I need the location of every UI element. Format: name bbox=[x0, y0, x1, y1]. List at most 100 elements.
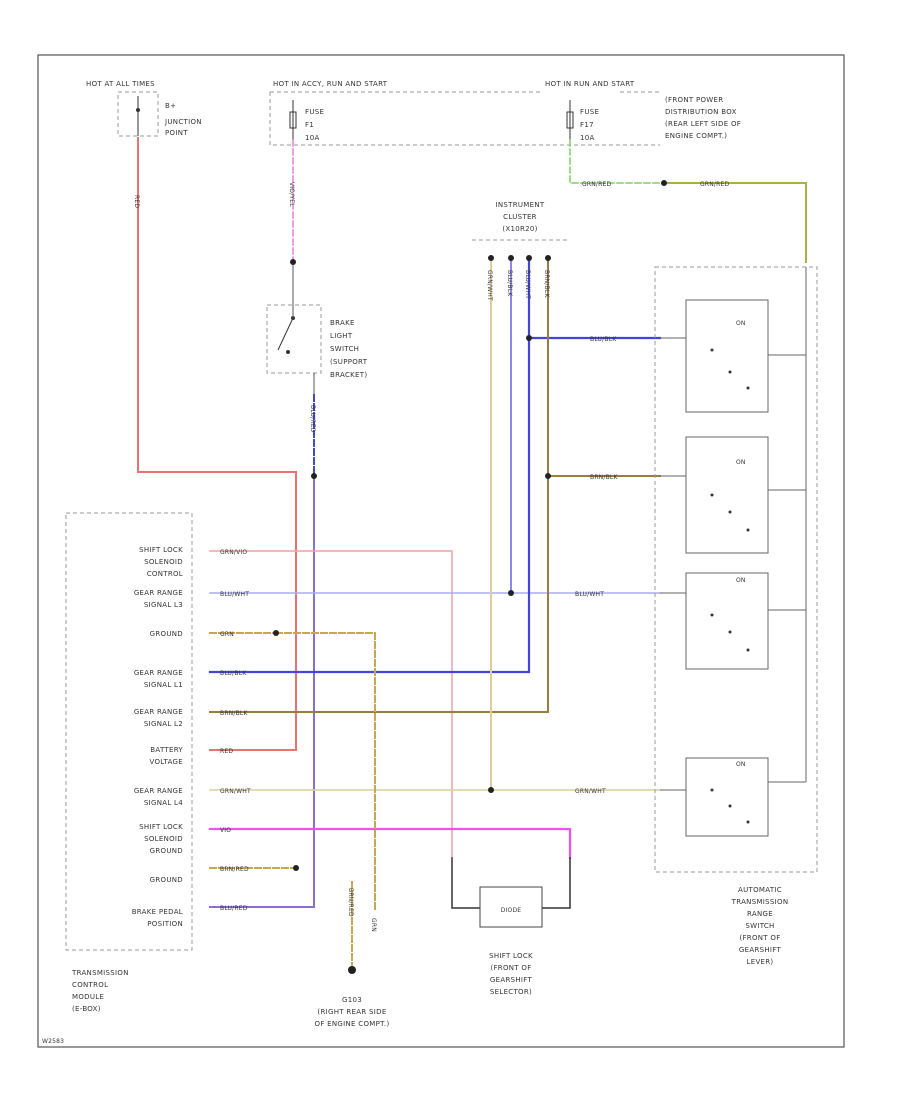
tcm-pin-3-line-1: GROUND bbox=[150, 630, 183, 638]
range-switch-section-4 bbox=[685, 757, 769, 837]
transmission-control-module: SHIFT LOCK SOLENOID CONTROL GEAR RANGE S… bbox=[65, 512, 251, 1013]
wire-vio-magenta bbox=[208, 827, 572, 860]
wire-label-switch-grn-wht: GRN/WHT bbox=[575, 788, 606, 795]
wire-grn-red bbox=[569, 139, 665, 184]
fuse1-symbol bbox=[289, 100, 297, 140]
fuse1-line-2: F1 bbox=[305, 121, 314, 129]
wire-label-ground-drop: GRN bbox=[370, 918, 377, 932]
tcm-pin-10-line-1: BRAKE PEDAL bbox=[132, 908, 183, 916]
tcm-wire-5: BRN/BLK bbox=[220, 710, 248, 717]
junction-line-3: POINT bbox=[165, 129, 188, 137]
ground-g103-symbol bbox=[348, 966, 356, 974]
range-switch-line-6: GEARSHIFT bbox=[739, 946, 782, 954]
wire-label-switch-blu-blk: BLU/BLK bbox=[590, 336, 617, 343]
range-switch-section-2 bbox=[685, 436, 769, 554]
front-power-line-1: (FRONT POWER bbox=[665, 96, 723, 104]
cluster-line-3: (X10R20) bbox=[502, 225, 537, 233]
tcm-caption-line-4: (E-BOX) bbox=[72, 1005, 101, 1013]
brake-switch-line-1: BRAKE bbox=[330, 319, 355, 327]
ground-g103-line-2: OF ENGINE COMPT.) bbox=[315, 1020, 390, 1028]
junction-line-2: JUNCTION bbox=[164, 118, 202, 126]
range-switch-on-4: ON bbox=[736, 761, 746, 768]
range-switch-section-3 bbox=[685, 572, 769, 670]
brake-switch-line-5: BRACKET) bbox=[330, 371, 367, 379]
range-switch-on-1: ON bbox=[736, 320, 746, 327]
wire-grn-red-2 bbox=[663, 182, 807, 263]
junction-post-symbol bbox=[136, 96, 140, 136]
wire-label-grn-red-1: GRN/RED bbox=[582, 181, 611, 188]
shift-lock-line-3: GEARSHIFT bbox=[490, 976, 533, 984]
fuse1-line-3: 10A bbox=[305, 134, 320, 142]
ground-g103: G103 (RIGHT REAR SIDE OF ENGINE COMPT.) bbox=[315, 966, 390, 1028]
fuse1-line-1: FUSE bbox=[305, 108, 324, 116]
range-switch-line-7: LEVER) bbox=[747, 958, 774, 966]
tcm-wire-10: BLU/RED bbox=[220, 905, 248, 912]
tcm-pin-5-line-2: SIGNAL L2 bbox=[144, 720, 183, 728]
shift-lock-line-1: SHIFT LOCK bbox=[489, 952, 533, 960]
tcm-pin-2-line-1: GEAR RANGE bbox=[134, 589, 183, 597]
range-switch-line-2: TRANSMISSION bbox=[731, 898, 789, 906]
range-switch: ON ON ON ON AUTOMATIC TRANSMISSION RANGE… bbox=[654, 266, 818, 966]
range-switch-line-4: SWITCH bbox=[745, 922, 774, 930]
wire-label-grn-red-2: GRN/RED bbox=[700, 181, 729, 188]
tcm-wire-2: BLU/WHT bbox=[220, 591, 249, 598]
cluster-line-1: INSTRUMENT bbox=[496, 201, 545, 209]
front-power-line-3: (REAR LEFT SIDE OF bbox=[665, 120, 741, 128]
fuse2-line-2: F17 bbox=[580, 121, 594, 129]
brake-switch-line-2: LIGHT bbox=[330, 332, 353, 340]
tcm-pin-5-line-1: GEAR RANGE bbox=[134, 708, 183, 716]
fuse2-line-3: 10A bbox=[580, 134, 595, 142]
shift-lock-solenoid: DIODE SHIFT LOCK (FRONT OF GEARSHIFT SEL… bbox=[479, 886, 543, 996]
range-switch-on-3: ON bbox=[736, 577, 746, 584]
tcm-pin-10-line-2: POSITION bbox=[147, 920, 183, 928]
tcm-pin-8-line-1: SHIFT LOCK bbox=[139, 823, 183, 831]
wire-red-battery bbox=[137, 137, 297, 751]
tcm-pin-9-line-1: GROUND bbox=[150, 876, 183, 884]
front-power-line-4: ENGINE COMPT.) bbox=[665, 132, 727, 140]
vertical-wire-labels: RED VIO/YEL BLU/RED GRN/WHT BLU/BLK BLU/… bbox=[133, 182, 550, 932]
tcm-wire-9: BRN/RED bbox=[220, 866, 249, 873]
brake-light-switch: BRAKE LIGHT SWITCH (SUPPORT BRACKET) bbox=[266, 300, 368, 395]
wire-label-cluster-2: BLU/BLK bbox=[506, 270, 513, 297]
shift-lock-diode-label: DIODE bbox=[501, 907, 522, 914]
fuse2-symbol bbox=[566, 100, 574, 140]
tcm-wire-7: GRN/WHT bbox=[220, 788, 251, 795]
wire-blu-blk-l1 bbox=[208, 256, 531, 674]
brake-switch-line-3: SWITCH bbox=[330, 345, 359, 353]
range-switch-line-5: (FRONT OF bbox=[739, 934, 780, 942]
hot-at-all-times-section: HOT AT ALL TIMES B+ JUNCTION POINT bbox=[86, 80, 202, 137]
wire-label-red: RED bbox=[133, 195, 140, 208]
hot-at-all-times-label: HOT AT ALL TIMES bbox=[86, 80, 155, 88]
shift-lock-line-4: SELECTOR) bbox=[490, 988, 532, 996]
tcm-caption-line-3: MODULE bbox=[72, 993, 104, 1001]
fuse2-line-1: FUSE bbox=[580, 108, 599, 116]
diagram-frame bbox=[37, 54, 845, 1048]
range-switch-line-1: AUTOMATIC bbox=[738, 886, 782, 894]
ground-g103-id: G103 bbox=[342, 996, 362, 1004]
instrument-cluster: INSTRUMENT CLUSTER (X10R20) bbox=[472, 201, 570, 241]
brake-switch-line-4: (SUPPORT bbox=[330, 358, 368, 366]
wire-label-cluster-3: BLU/WHT bbox=[524, 270, 531, 299]
tcm-pin-7-line-2: SIGNAL L4 bbox=[144, 799, 183, 807]
fuse-box-outline bbox=[269, 91, 660, 146]
wire-label-cluster-1: GRN/WHT bbox=[486, 270, 493, 301]
tcm-caption-line-1: TRANSMISSION bbox=[71, 969, 129, 977]
tcm-box bbox=[65, 512, 193, 951]
range-switch-on-2: ON bbox=[736, 459, 746, 466]
tcm-pin-4-line-1: GEAR RANGE bbox=[134, 669, 183, 677]
tcm-pin-6-line-2: VOLTAGE bbox=[150, 758, 183, 766]
hot-in-run-label: HOT IN RUN AND START bbox=[545, 80, 635, 88]
wire-ground-drop bbox=[275, 632, 376, 911]
tcm-pin-8-line-2: SOLENOID bbox=[144, 835, 183, 843]
tcm-pin-4-line-2: SIGNAL L1 bbox=[144, 681, 183, 689]
range-switch-section-1 bbox=[685, 299, 769, 413]
tcm-pin-1-line-1: SHIFT LOCK bbox=[139, 546, 183, 554]
wire-label-g103-drop: BRN/RED bbox=[347, 888, 354, 917]
junction-line-1: B+ bbox=[165, 102, 176, 110]
splice-dots bbox=[273, 180, 667, 871]
tcm-wire-1: GRN/VIO bbox=[220, 549, 247, 556]
wire-label-switch-brn-blk: BRN/BLK bbox=[590, 474, 618, 481]
tcm-pin-1-line-3: CONTROL bbox=[147, 570, 183, 578]
tcm-pin-1-line-2: SOLENOID bbox=[144, 558, 183, 566]
hot-in-accy-label: HOT IN ACCY, RUN AND START bbox=[273, 80, 388, 88]
